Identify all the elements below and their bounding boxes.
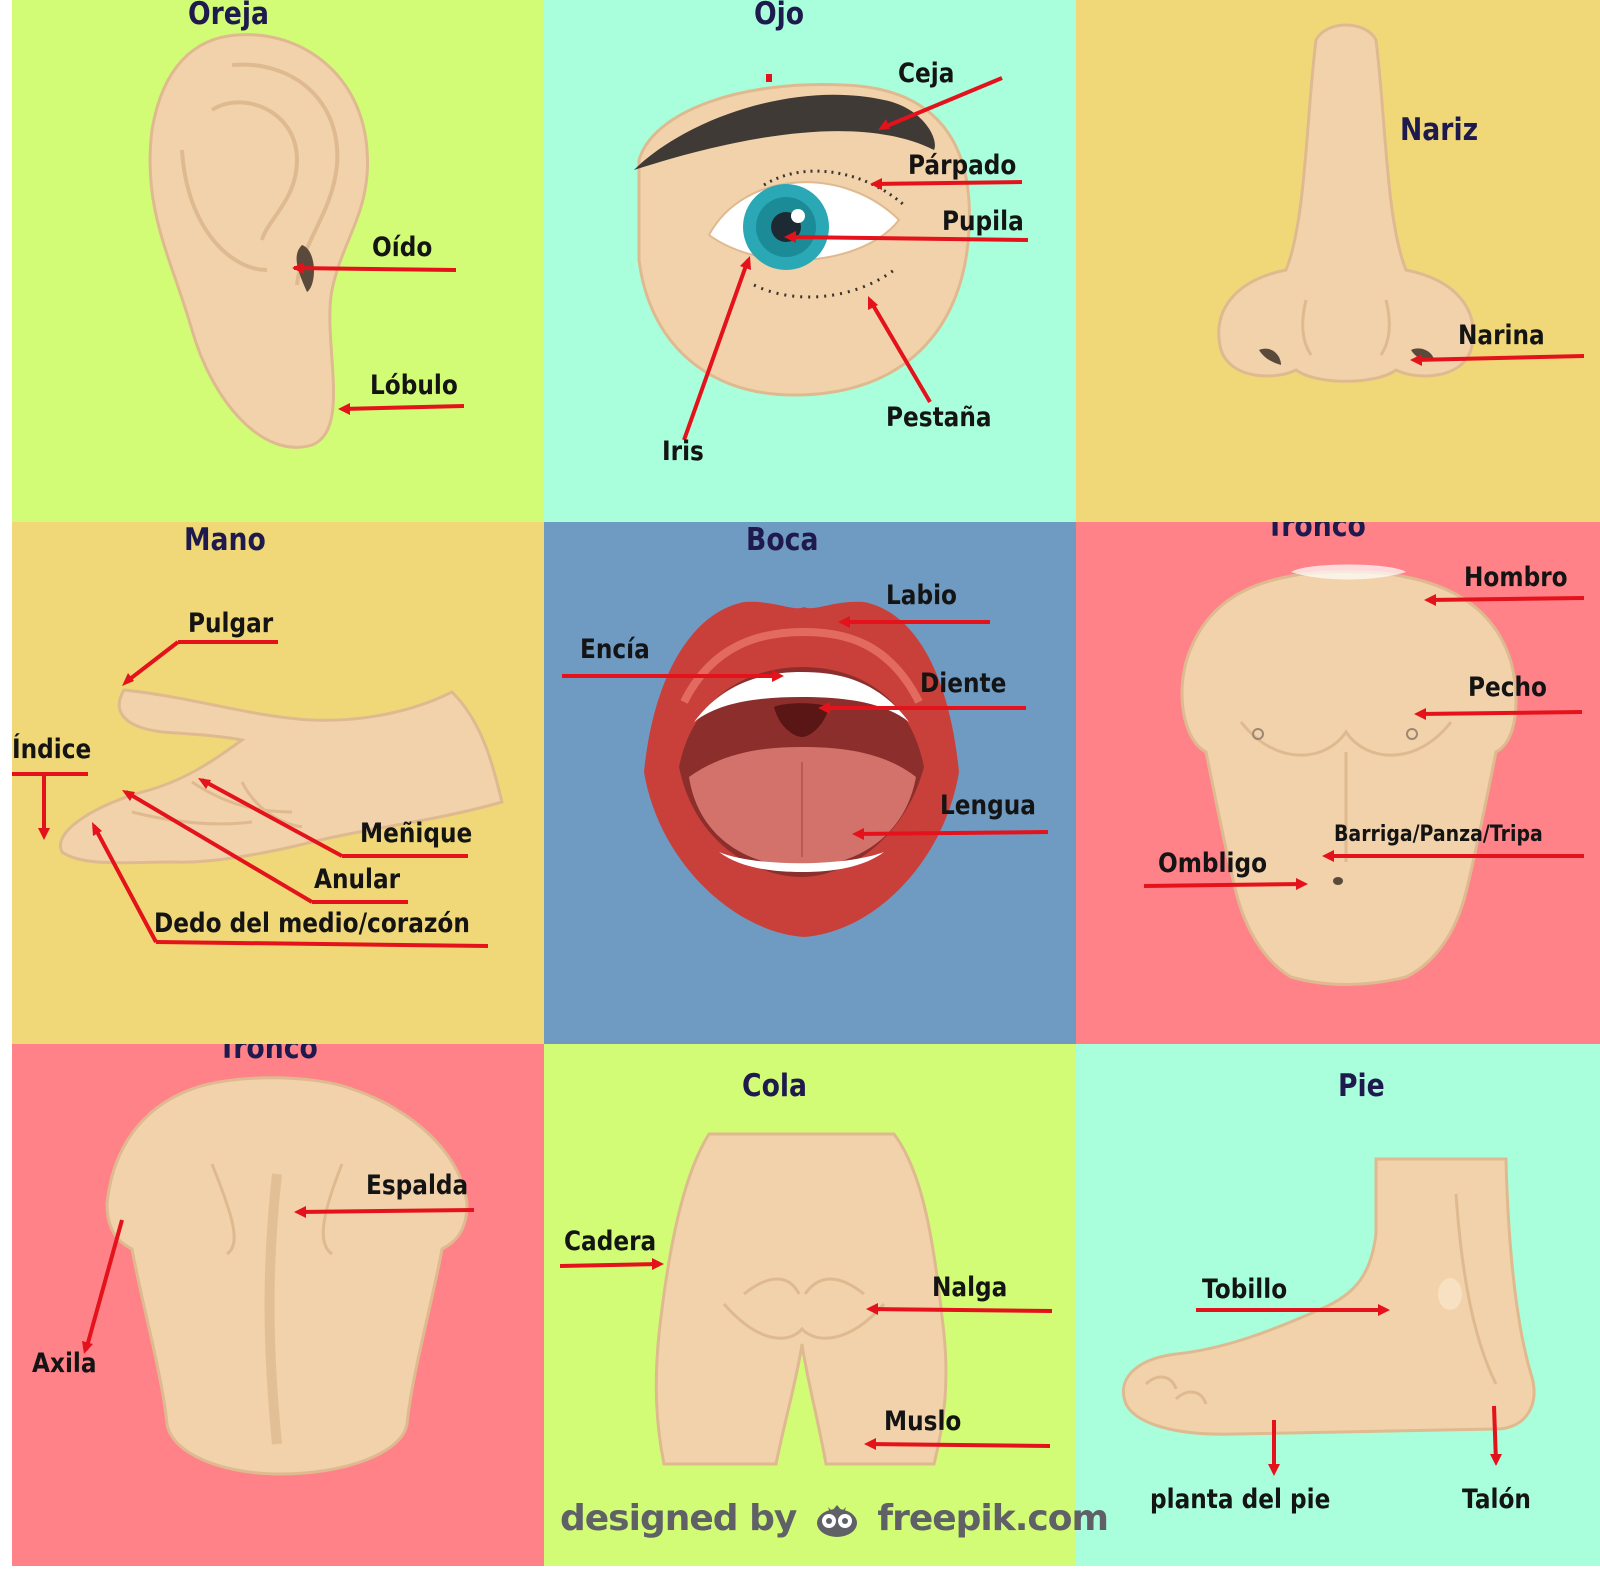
panel-title: Tronco [218,1044,318,1066]
arrow-axila [84,1219,124,1351]
label-anular: Anular [314,864,401,895]
arrow-pestana [868,298,932,404]
label-dedo-medio: Dedo del medio/corazón [154,908,470,939]
arrows-layer [682,76,1029,441]
arrow-ceja [881,76,1003,130]
label-axila: Axila [32,1348,97,1379]
arrow-cadera [559,1262,661,1268]
label-muslo: Muslo [884,1406,962,1437]
arrows-layer [1143,594,1585,890]
panel-pie: Pie Tobillo planta del pie Talón [1076,1044,1600,1566]
torso-back-illustration [105,1076,469,1476]
label-encia: Encía [580,634,650,665]
panel-title: Ojo [754,0,805,32]
panel-oreja: Oreja Oído Lóbulo [12,0,544,522]
body-parts-grid: Oreja Oído Lóbulo Ojo [12,0,1600,1568]
label-pulgar: Pulgar [188,608,274,639]
panel-title: Nariz [1400,112,1479,148]
credit-prefix: designed by [560,1498,797,1539]
label-nalga: Nalga [932,1272,1008,1303]
label-pupila: Pupila [942,206,1024,237]
label-ceja: Ceja [898,58,955,89]
panel-title: Pie [1338,1068,1385,1104]
label-barriga: Barriga/Panza/Tripa [1334,822,1543,847]
arrow-nalga [869,1307,1053,1313]
label-iris: Iris [662,436,704,467]
arrow-narina [1413,354,1585,362]
panel-title: Oreja [188,0,270,32]
arrow-lobulo [341,404,465,411]
label-espalda: Espalda [366,1170,469,1201]
freepik-owl-icon [816,1505,857,1537]
mouth-illustration [644,601,959,937]
arrow-parpado [873,180,1023,186]
panel-title: Mano [184,522,266,558]
panel-title: Boca [746,522,819,558]
label-menique: Meñique [360,818,473,849]
arrow-dedo-medio [155,940,489,948]
arrow-oido [293,266,457,272]
arrow-iris [682,259,750,441]
label-diente: Diente [920,668,1007,699]
panel-ojo: Ojo Ceja Párpado Pupila Iris Pestaña [544,0,1076,522]
arrows-layer [1196,1304,1502,1476]
panel-nariz: Nariz Narina [1076,0,1600,522]
torso-front-illustration [1180,564,1518,986]
arrow-lengua [855,830,1049,836]
arrows-layer [292,262,465,415]
label-indice: Índice [12,734,92,765]
hips-illustration [654,1132,948,1466]
label-tobillo: Tobillo [1202,1274,1288,1305]
arrow-muslo [867,1442,1051,1448]
label-cadera: Cadera [564,1226,657,1257]
ear-illustration [148,33,370,449]
label-talon: Talón [1462,1484,1531,1515]
arrow-ombligo [1143,882,1305,888]
label-narina: Narina [1458,320,1545,351]
label-lobulo: Lóbulo [370,370,458,401]
eye-illustration [634,74,971,397]
credit-watermark: designed by freepik.com [560,1498,1109,1539]
panel-title: Cola [742,1068,808,1104]
credit-brand: freepik.com [877,1498,1109,1539]
panel-tronco-frente: Tronco Hombro Pecho Barriga/Panza/Tripa … [1076,522,1600,1044]
label-pecho: Pecho [1468,672,1548,703]
arrows-layer [1410,354,1585,366]
arrows-layer [12,640,489,948]
arrow-pupila [787,235,1029,242]
arrows-layer [559,1258,1053,1450]
panel-cola: Cola Cadera Nalga Muslo [544,1044,1076,1566]
panel-mano: Mano Pulgar Índice Meñique Anular Dedo d… [12,522,544,1044]
arrows-layer [562,616,1049,840]
label-parpado: Párpado [908,150,1017,181]
arrow-pecho [1417,710,1583,716]
arrow-espalda [297,1208,475,1214]
panel-boca: Boca Labio Encía Diente Lengua [544,522,1076,1044]
label-labio: Labio [886,580,958,611]
label-planta: planta del pie [1150,1484,1331,1515]
label-oido: Oído [372,232,433,263]
label-hombro: Hombro [1464,562,1568,593]
panel-title: Tronco [1266,522,1366,544]
label-lengua: Lengua [940,790,1036,821]
arrows-layer [82,1206,475,1354]
label-ombligo: Ombligo [1158,848,1268,879]
label-pestana: Pestaña [886,402,992,433]
nose-illustration [1217,23,1475,383]
arrow-talon [1492,1405,1498,1463]
arrow-hombro [1427,596,1585,602]
panel-tronco-espalda: Tronco Espalda Axila [12,1044,544,1566]
